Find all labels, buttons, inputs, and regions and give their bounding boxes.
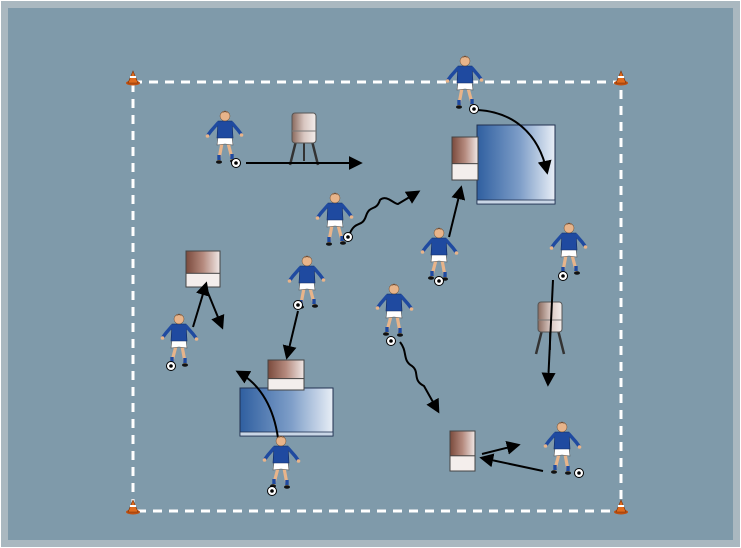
arrow-dribble-lower bbox=[399, 341, 440, 414]
arrow-from-box-left bbox=[205, 287, 225, 330]
arrow-dribble-center bbox=[349, 190, 421, 234]
arrow-to-box-bottom-right bbox=[479, 453, 544, 472]
player-bottom bbox=[262, 435, 301, 496]
box-bottom-right bbox=[449, 430, 476, 472]
cone-1 bbox=[126, 70, 140, 86]
mat-top bbox=[476, 124, 556, 205]
cone-4 bbox=[614, 499, 628, 515]
player-left bbox=[160, 313, 199, 371]
arrow-to-box-bottom bbox=[282, 310, 299, 360]
cone-2 bbox=[614, 70, 628, 86]
player-top-center bbox=[445, 55, 484, 114]
player-center bbox=[315, 192, 354, 246]
arrow-to-box-left bbox=[192, 281, 210, 328]
arrow-down-right bbox=[541, 279, 556, 387]
player-lower-center bbox=[375, 283, 414, 346]
player-bottom-right bbox=[543, 421, 584, 478]
player-right bbox=[549, 222, 588, 281]
cone-3 bbox=[126, 499, 140, 515]
arrow-run-to-box-top bbox=[448, 185, 466, 238]
field bbox=[8, 8, 733, 540]
arrow-from-box-bottom-right bbox=[481, 440, 521, 455]
arrow-curve-bottom-left bbox=[235, 370, 279, 439]
boundary-line bbox=[131, 80, 623, 513]
player-mid bbox=[287, 255, 326, 310]
player-center-right bbox=[420, 227, 459, 286]
box-bottom bbox=[267, 359, 305, 391]
arrow-curve-top-right bbox=[477, 109, 552, 175]
box-left bbox=[185, 250, 221, 288]
box-top bbox=[451, 136, 479, 181]
mat-bottom bbox=[239, 387, 334, 437]
player-top-left bbox=[205, 110, 244, 168]
hurdle-top bbox=[288, 112, 320, 166]
